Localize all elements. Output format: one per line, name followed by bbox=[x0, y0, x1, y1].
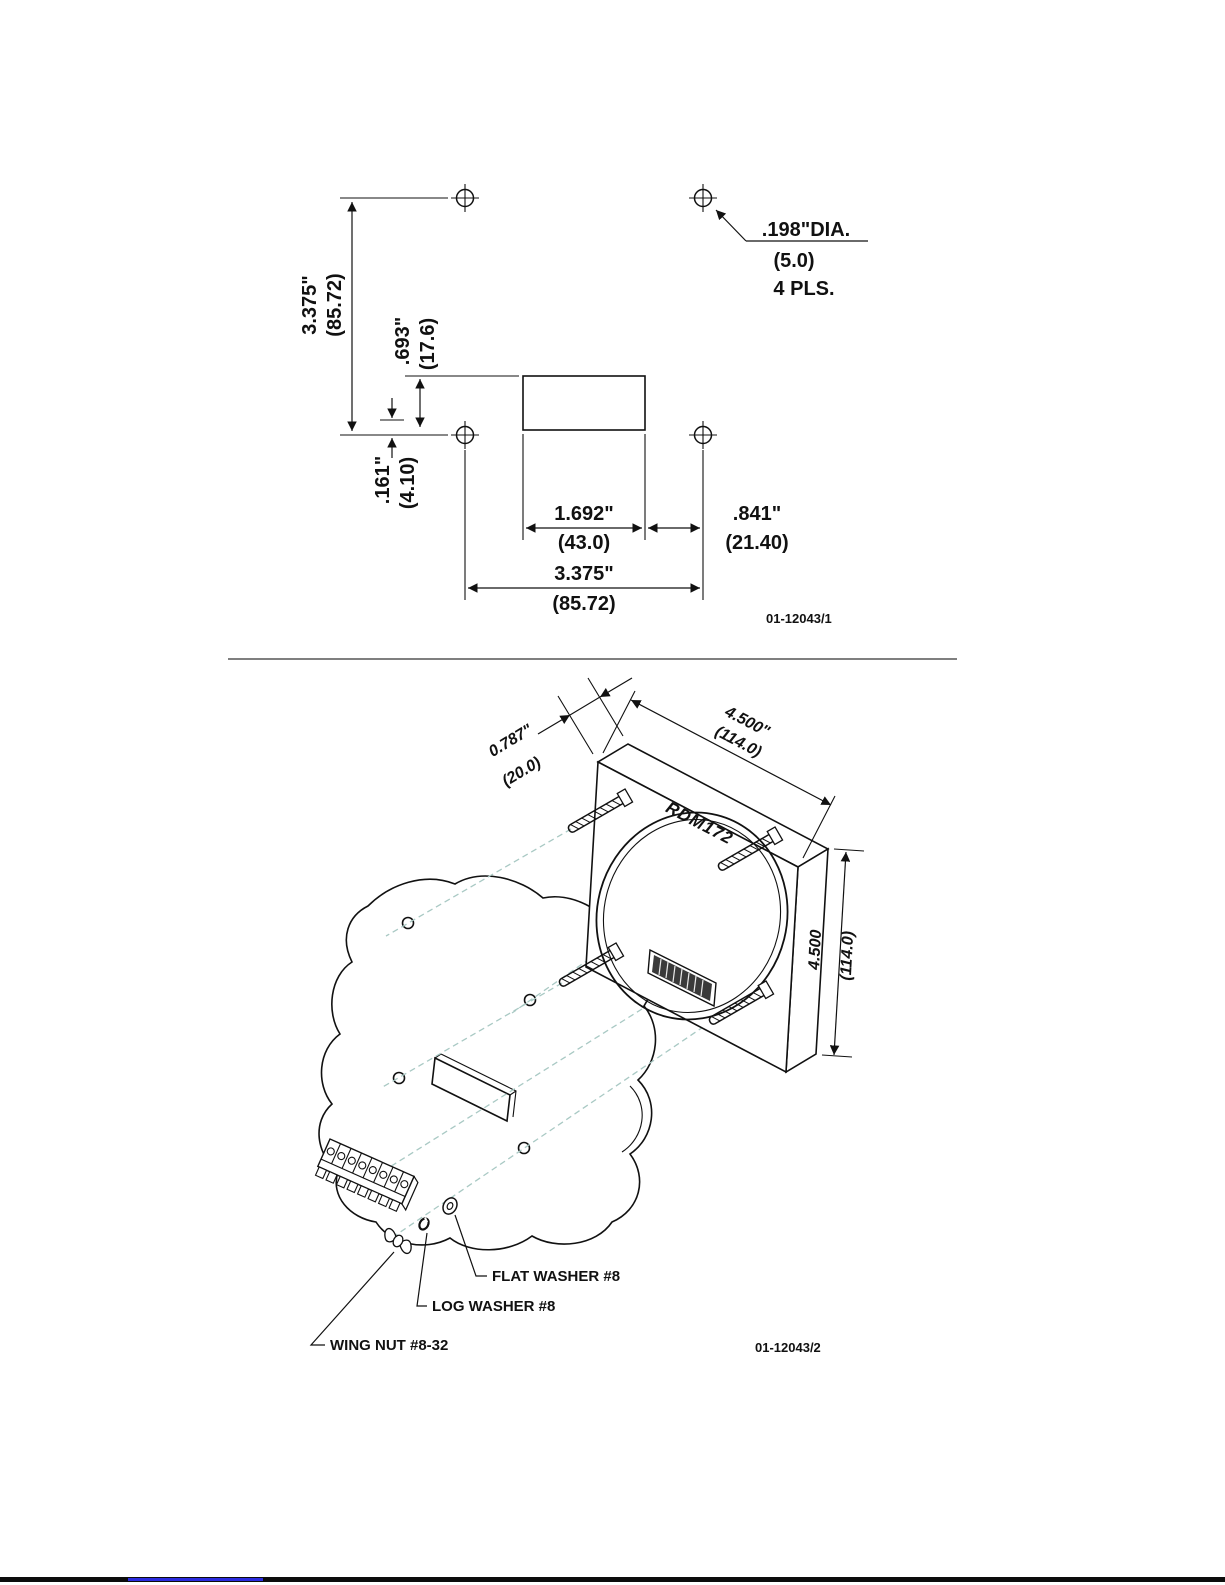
mounting-hole-bottom-right bbox=[688, 420, 718, 450]
dim-cutout-bottom-offset-inch: .161" bbox=[372, 456, 394, 504]
dim-cutout-top-offset-mm: (17.6) bbox=[417, 318, 439, 370]
dim-width-mm: (85.72) bbox=[552, 593, 615, 615]
dim-cutout-width-mm: (43.0) bbox=[558, 532, 610, 554]
mounting-hole-top-right bbox=[688, 183, 718, 213]
mounting-hole-top-left bbox=[450, 183, 480, 213]
dim-depth-mm: (20.0) bbox=[499, 754, 544, 790]
dim-depth-inch: 0.787" bbox=[486, 721, 536, 760]
panel-thickness-edge bbox=[621, 1085, 643, 1153]
meter-round-body bbox=[595, 811, 789, 1021]
dimension-lines bbox=[347, 202, 700, 593]
hole-note-line1: .198"DIA. bbox=[762, 219, 850, 241]
hole-note-leader bbox=[715, 209, 868, 242]
flat-washer bbox=[442, 1197, 458, 1215]
callout-flat-washer: FLAT WASHER #8 bbox=[492, 1268, 620, 1285]
panel-hole-1 bbox=[401, 916, 415, 930]
mounting-panel bbox=[318, 875, 657, 1251]
wing-nut bbox=[384, 1227, 412, 1255]
figure2-exploded-assembly: RDM172 bbox=[309, 677, 865, 1355]
dim-height-mm: (114.0) bbox=[838, 931, 858, 981]
dim-cutout-bottom-offset-mm: (4.10) bbox=[397, 457, 419, 509]
dim-width-inch: 3.375" bbox=[554, 563, 614, 585]
callout-leaders bbox=[309, 1214, 487, 1346]
figure1-drawing-number: 01-12043/1 bbox=[766, 611, 832, 626]
bezel-front-face bbox=[585, 760, 799, 1074]
figure2-drawing-number: 01-12043/2 bbox=[755, 1340, 821, 1355]
mounting-hole-bottom-left bbox=[450, 420, 480, 450]
panel-cutout-rect bbox=[522, 375, 646, 431]
link-artifact[interactable] bbox=[128, 1578, 263, 1581]
extension-lines bbox=[340, 197, 704, 600]
dim-hole-right-offset-mm: (21.40) bbox=[725, 532, 788, 554]
terminal-block bbox=[314, 1138, 419, 1212]
panel-cutout-iso bbox=[431, 1056, 511, 1123]
meter-round-body-inner bbox=[602, 818, 782, 1014]
page-edge-line bbox=[0, 1577, 1225, 1582]
dim-height-mm: (85.72) bbox=[324, 273, 346, 336]
dim-cutout-top-offset-inch: .693" bbox=[392, 317, 414, 365]
figure1-mounting-template: 3.375" (85.72) .693" (17.6) .161" (4.10)… bbox=[299, 183, 868, 626]
callout-lock-washer: LOG WASHER #8 bbox=[432, 1298, 555, 1315]
hole-note-line2: (5.0) bbox=[773, 250, 814, 272]
dim-height-inch: 3.375" bbox=[299, 275, 321, 335]
hole-note-line3: 4 PLS. bbox=[773, 278, 834, 300]
panel-hole-4 bbox=[517, 1141, 531, 1155]
meter-rdm172: RDM172 bbox=[555, 743, 830, 1074]
dim-hole-right-offset-inch: .841" bbox=[733, 503, 781, 525]
panel-hole-3 bbox=[392, 1071, 406, 1085]
dim-height-inch: 4.500 bbox=[806, 929, 825, 971]
callout-wing-nut: WING NUT #8-32 bbox=[330, 1337, 448, 1354]
lock-washer bbox=[418, 1217, 430, 1231]
dim-cutout-width-inch: 1.692" bbox=[554, 503, 614, 525]
dim-height-group: 4.500 (114.0) bbox=[806, 848, 865, 1058]
meter-connector-slot bbox=[647, 948, 717, 1008]
